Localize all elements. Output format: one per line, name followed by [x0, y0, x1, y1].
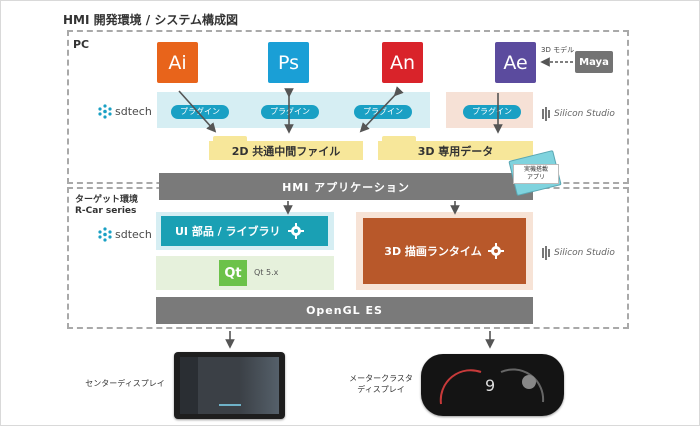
silicon-studio-mark-icon [542, 246, 550, 260]
sdtech-mark-icon [98, 227, 112, 242]
qt-logo: Qt [219, 260, 247, 286]
device-card-line1: 実機搭載 [523, 166, 548, 173]
sdtech-text-target: sdtech [115, 227, 152, 241]
render-3d-label: 3D 描画ランタイム [384, 245, 482, 258]
center-display-bars [219, 392, 241, 406]
silicon-studio-logo-target: Silicon Studio [541, 246, 615, 260]
pc-zone-label: PC [73, 38, 90, 51]
file-2d: 2D 共通中間ファイル [209, 141, 363, 160]
file-3d: 3D 専用データ [378, 141, 533, 160]
meter-display-label: メータークラスタ ディスプレイ [345, 373, 417, 395]
after-effects-icon: Ae [495, 42, 536, 83]
sdtech-text-pc: sdtech [115, 104, 152, 118]
device-card-line2: アプリ [526, 174, 545, 181]
gear-icon [487, 243, 504, 259]
opengl-es-bar: OpenGL ES [156, 297, 533, 324]
hmi-application-bar: HMI アプリケーション [159, 173, 533, 200]
sdtech-logo-target: sdtech [97, 226, 152, 242]
photoshop-icon: Ps [268, 42, 309, 83]
maya-icon: Maya [575, 51, 613, 73]
target-zone-label-line1: ターゲット環境 [75, 195, 139, 205]
ui-parts-box: UI 部品 / ライブラリ [161, 216, 328, 246]
folder-2d-tab [213, 136, 247, 142]
meter-display-device: 9 [421, 354, 564, 416]
meter-gauge-left [439, 368, 545, 405]
silicon-studio-logo-pc: Silicon Studio [541, 107, 615, 121]
gear-icon [287, 223, 304, 239]
center-display-device [174, 352, 285, 419]
ui-parts-label: UI 部品 / ライブラリ [175, 225, 281, 238]
diagram-title: HMI 開発環境 / システム構成図 [63, 13, 239, 27]
animate-icon: An [382, 42, 423, 83]
plugin-pill-1: プラグイン [171, 105, 229, 119]
sdtech-logo-pc: sdtech [97, 103, 152, 119]
illustrator-icon: Ai [157, 42, 198, 83]
silicon-studio-text-pc: Silicon Studio [554, 109, 615, 119]
meter-speed: 9 [485, 376, 496, 395]
target-zone-label-line2: R-Car series [75, 206, 137, 216]
sdtech-mark-icon [98, 104, 112, 119]
meter-display-label-line2: ディスプレイ [357, 385, 405, 394]
center-display-label: センターディスプレイ [85, 379, 165, 388]
qt-version: Qt 5.x [254, 268, 279, 277]
device-card-label: 実機搭載 アプリ [513, 164, 559, 184]
meter-display-label-line1: メータークラスタ [349, 374, 413, 383]
silicon-studio-text-target: Silicon Studio [554, 248, 615, 258]
silicon-studio-mark-icon [542, 107, 550, 121]
maya-note: 3D モデル [541, 46, 575, 54]
render-3d-box: 3D 描画ランタイム [363, 218, 526, 284]
folder-3d-tab [382, 136, 416, 142]
plugin-pill-4: プラグイン [463, 105, 521, 119]
